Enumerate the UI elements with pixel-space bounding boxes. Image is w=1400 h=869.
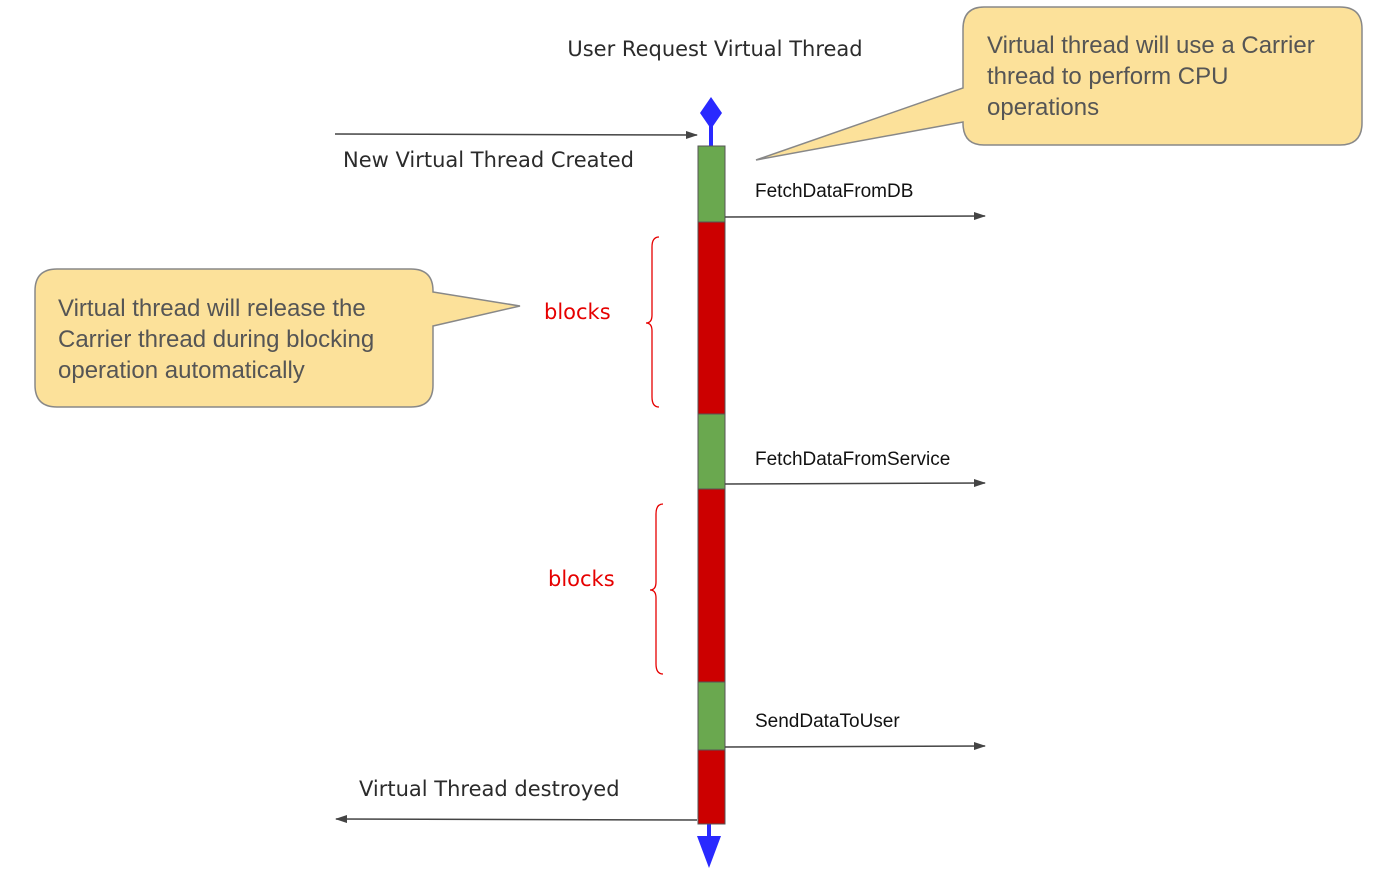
running-segment-3 xyxy=(697,681,726,751)
timeline-end-arrowhead xyxy=(697,836,721,868)
created-arrow xyxy=(334,130,698,139)
blocked-segment-1 xyxy=(697,221,726,415)
callout-carrier-text: Virtual thread will use a Carrier thread… xyxy=(987,32,1321,121)
fetch-db-label: FetchDataFromDB xyxy=(755,181,913,202)
blocks-brace-1 xyxy=(645,236,660,408)
blocks-label-1: blocks xyxy=(544,300,611,324)
fetch-service-arrow xyxy=(724,479,986,488)
destroyed-arrow xyxy=(335,815,698,824)
fetch-service-label: FetchDataFromService xyxy=(755,449,950,470)
callout-release-bubble xyxy=(34,268,521,408)
created-label: New Virtual Thread Created xyxy=(343,148,634,172)
timeline-start-diamond xyxy=(700,97,722,129)
running-segment-2 xyxy=(697,413,726,490)
diagram-title: User Request Virtual Thread xyxy=(567,37,862,61)
send-user-label: SendDataToUser xyxy=(755,711,900,732)
blocks-brace-2 xyxy=(649,503,664,675)
callout-release-text: Virtual thread will release the Carrier … xyxy=(58,295,381,384)
callout-carrier-bubble xyxy=(755,6,1363,161)
blocks-label-2: blocks xyxy=(548,567,615,591)
destroyed-label: Virtual Thread destroyed xyxy=(359,777,620,801)
running-segment-1 xyxy=(697,145,726,223)
send-user-arrow xyxy=(724,742,986,751)
blocked-segment-3 xyxy=(697,749,726,825)
blocked-segment-2 xyxy=(697,488,726,683)
fetch-db-arrow xyxy=(724,212,986,221)
